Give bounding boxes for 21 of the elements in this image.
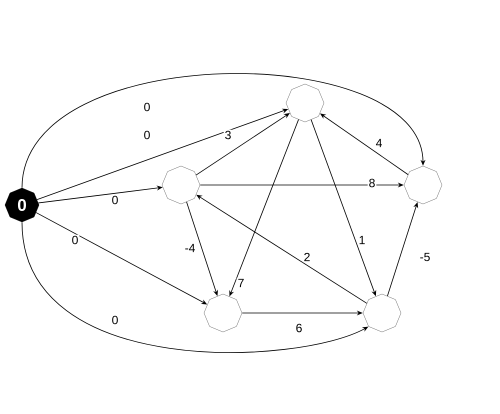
edge-label: 8 xyxy=(368,178,376,188)
edge-label: 0 xyxy=(142,130,152,140)
octagon-node xyxy=(404,166,442,204)
arrow xyxy=(22,73,426,188)
edge-label: 3 xyxy=(224,130,232,140)
edge-label: 0 xyxy=(70,234,80,246)
source-node: 0 xyxy=(4,188,40,222)
octagon-node xyxy=(162,166,200,204)
octagon-node xyxy=(204,294,242,332)
edge-label: 6 xyxy=(294,322,304,334)
edge-label: -4 xyxy=(184,242,196,254)
edge-label: 0 xyxy=(142,102,152,112)
edge-label: -5 xyxy=(418,252,432,262)
octagon-node xyxy=(286,84,324,122)
edge-label: 7 xyxy=(236,278,246,288)
edge-label: 0 xyxy=(110,194,120,206)
edge-label: 1 xyxy=(358,234,366,246)
edge-label: 4 xyxy=(374,138,384,148)
edge-label: 2 xyxy=(302,252,312,262)
edge-label: 0 xyxy=(110,314,120,326)
octagon-node xyxy=(362,294,402,332)
